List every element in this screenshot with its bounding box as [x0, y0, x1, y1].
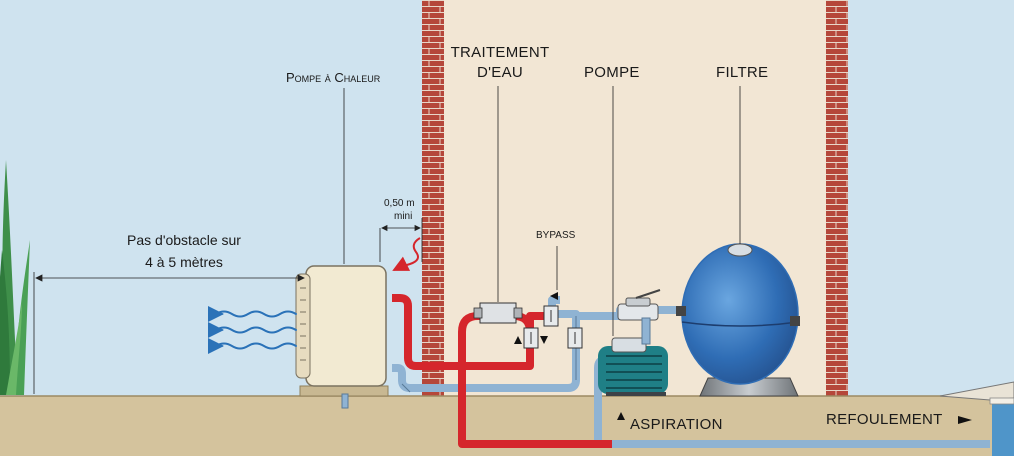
leader-lines — [343, 86, 741, 336]
discharge-arrow — [958, 416, 972, 424]
suction-arrow — [617, 412, 625, 420]
pool-edge — [939, 381, 1014, 456]
water-treatment-unit — [473, 302, 523, 324]
multiport-valve — [617, 289, 661, 345]
left-brick-wall — [422, 0, 444, 398]
clearance-dimension — [379, 218, 423, 262]
bypass-label: BYPASS — [536, 230, 576, 241]
plant-icon — [0, 160, 30, 395]
right-brick-wall — [826, 0, 848, 398]
suction-label: ASPIRATION — [630, 416, 723, 433]
clearance-qualifier: mini — [394, 211, 413, 222]
heat-pump-unit — [295, 265, 389, 409]
clearance-value: 0,50 m — [384, 198, 415, 209]
sand-filter — [676, 243, 800, 397]
warm-air-intake-arrow — [392, 237, 421, 271]
pump-label: POMPE — [584, 64, 640, 81]
water-treatment-label-line1: TRAITEMENT — [450, 44, 550, 61]
no-obstacle-line2: 4 à 5 mètres — [145, 254, 223, 270]
valve-direction-markers — [514, 292, 558, 344]
no-obstacle-line1: Pas d'obstacle sur — [127, 232, 241, 248]
discharge-label: REFOULEMENT — [826, 411, 943, 428]
pool-pump — [598, 337, 668, 396]
hot-pipe-network — [392, 294, 612, 448]
bypass-valves — [523, 305, 583, 349]
water-treatment-label-line2: D'EAU — [476, 64, 524, 81]
heat-pump-label: Pompe à Chaleur — [286, 70, 381, 85]
obstacle-dimension — [33, 272, 305, 394]
cold-airflow-arrows — [208, 306, 297, 354]
filter-label: FILTRE — [716, 64, 769, 81]
